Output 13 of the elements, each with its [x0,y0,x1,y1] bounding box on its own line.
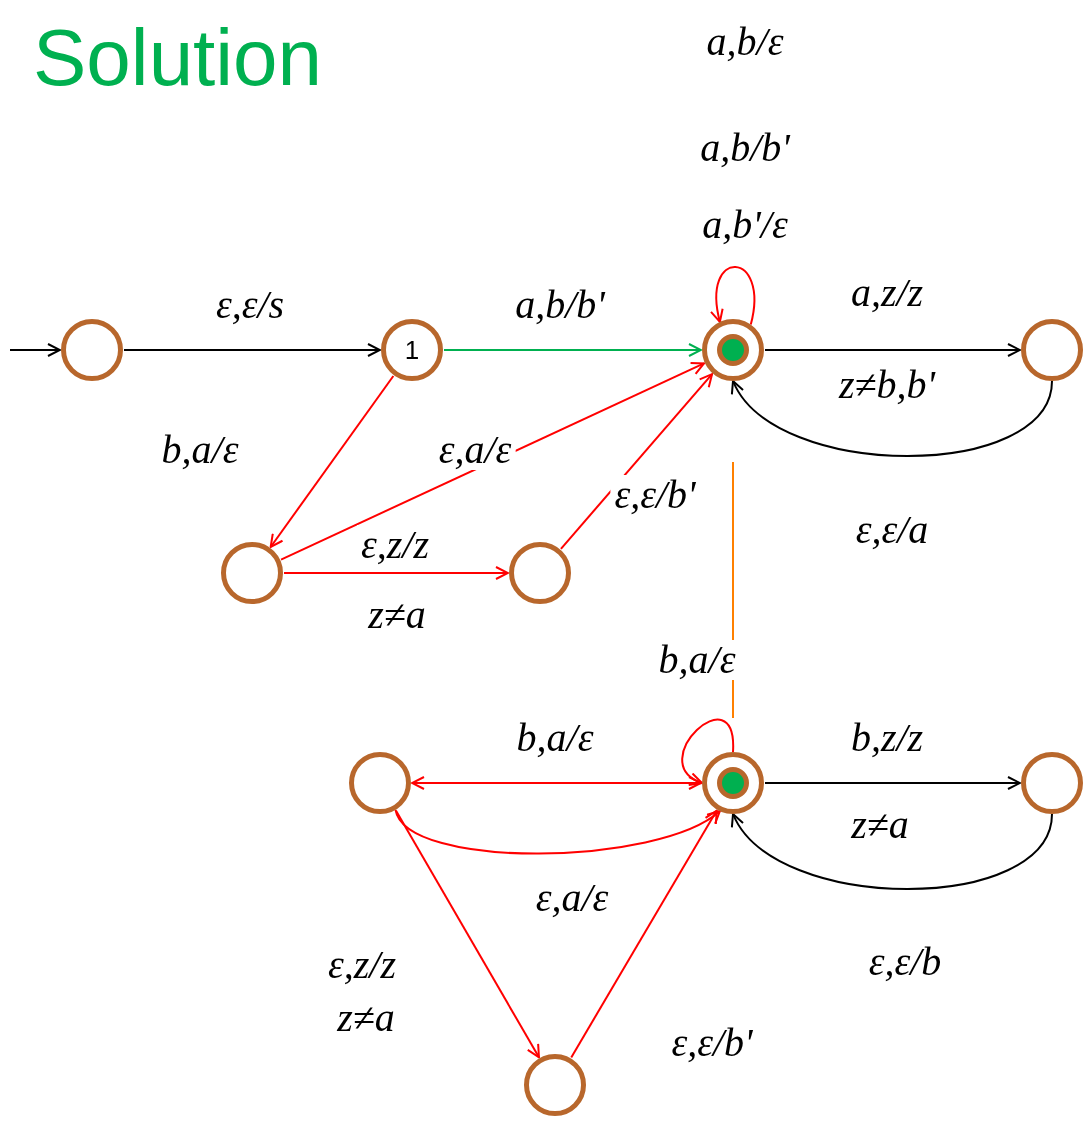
transition-arrow [764,343,1021,357]
title: Solution [33,18,323,98]
edge-label: ε,ε/b' [610,475,700,515]
transition-arrow [443,343,702,357]
self-loop-arrow [681,719,734,784]
transition-arrow [9,343,61,357]
transition-arrow [559,373,714,550]
transition-arrow [732,813,1053,890]
transition-arrow [283,566,509,580]
transition-arrow [732,380,1053,457]
transition-arrow [123,343,381,357]
transition-arrow [411,776,702,790]
transition-arrow [764,776,1021,790]
